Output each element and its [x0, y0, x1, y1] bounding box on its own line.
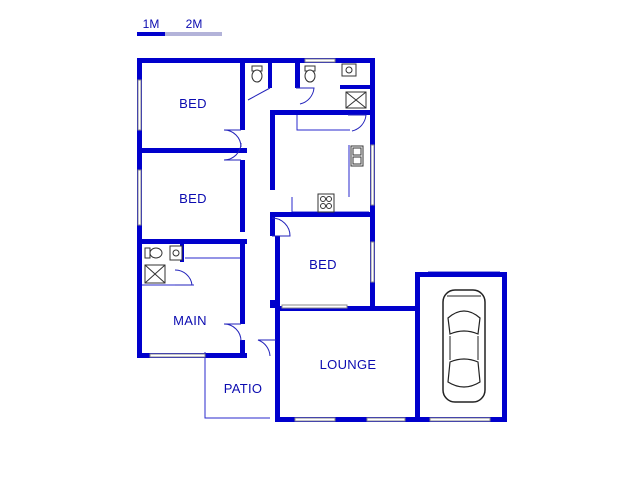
basin-icon [169, 245, 183, 261]
wall-wc1-left [240, 58, 245, 88]
room-label-bed-3: BED [309, 257, 337, 272]
car-icon [442, 289, 486, 403]
wall-bed-right-b [240, 160, 245, 232]
window [149, 353, 206, 358]
stove-icon [317, 193, 335, 213]
wall-patio-wall [275, 340, 280, 422]
toilet-icon [144, 247, 163, 259]
wall-passage-top [270, 110, 375, 115]
window [370, 241, 375, 283]
room-label-patio: PATIO [224, 381, 263, 396]
shower-icon [144, 264, 166, 284]
wall-top-left [137, 58, 375, 63]
door [223, 323, 242, 342]
fixtures [144, 63, 367, 284]
scale-bar-primary [137, 32, 165, 36]
door [174, 269, 193, 286]
scale-bar-secondary [165, 32, 222, 36]
wall-passage-a [270, 112, 275, 190]
basin-icon [341, 63, 357, 77]
wall-bed3-left [275, 236, 280, 306]
wall-wc1-right [268, 58, 272, 88]
door [296, 87, 315, 105]
windows [137, 58, 491, 422]
window [281, 304, 348, 309]
window [304, 58, 336, 63]
door [223, 129, 242, 148]
door [247, 87, 271, 101]
wall-bed1-bottom [137, 148, 247, 153]
scale-bar: 1M 2M [137, 17, 222, 36]
kitchen-sink-icon [350, 145, 364, 167]
wall-passage-c [270, 300, 275, 308]
scale-label-1m: 1M [143, 17, 160, 31]
room-label-lounge: LOUNGE [320, 357, 377, 372]
wall-bed2-bottom [137, 239, 247, 244]
window [294, 417, 336, 422]
wall-bed3-top [275, 212, 375, 217]
wall-passage-b [270, 212, 275, 236]
wall-bath-mid [340, 85, 375, 89]
window [366, 417, 406, 422]
window [370, 144, 375, 206]
wall-bath-left [295, 58, 300, 88]
window [137, 169, 142, 226]
doors [174, 87, 367, 357]
door [271, 217, 291, 237]
toilet-icon [251, 65, 263, 83]
door [223, 142, 242, 161]
door [257, 339, 276, 357]
wall-lounge-right [415, 272, 420, 422]
room-label-main: MAIN [173, 313, 207, 328]
room-labels: BED BED BED MAIN PATIO LOUNGE [173, 96, 376, 396]
shower-icon [345, 91, 367, 109]
room-label-bed-1: BED [179, 96, 207, 111]
wall-main-right-b [240, 340, 245, 358]
toilet-icon [304, 65, 316, 83]
wall-bed-right-a [240, 58, 245, 130]
wall-garage-right [502, 272, 507, 422]
wall-right-top [370, 58, 375, 138]
door [348, 114, 367, 132]
room-label-bed-2: BED [179, 191, 207, 206]
wall-right-bed [370, 138, 375, 311]
wall-lounge-bottom [275, 417, 420, 422]
window [429, 417, 491, 422]
scale-label-2m: 2M [186, 17, 203, 31]
window [137, 79, 142, 131]
wall-garage-top [415, 272, 507, 277]
wall-main-right [240, 244, 245, 324]
